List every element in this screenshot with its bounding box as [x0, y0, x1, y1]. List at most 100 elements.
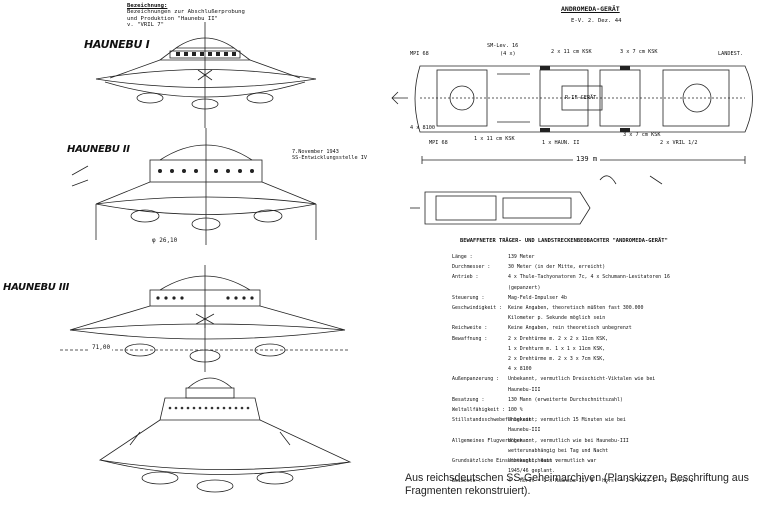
- caption: Aus reichsdeutschen SS-Geheimarchiven (P…: [405, 472, 749, 497]
- spec-row: Haunebu-III: [452, 425, 694, 435]
- spec-row: Durchmesser : 30 Meter (in der Mitte, err…: [452, 262, 694, 272]
- spec-key: Steuerung :: [452, 294, 485, 301]
- spec-row: Steuerung : Mag-Feld-Impulser 4b: [452, 293, 694, 303]
- andromeda-label-vril: 2 x VRIL 1/2: [660, 140, 698, 146]
- caption-line-2: Fragmenten rekonstruiert).: [405, 484, 531, 497]
- spec-key: Beiboote :: [452, 478, 482, 485]
- spec-value: Unbekannt, vermutlich wie bei Haunebu-II…: [508, 437, 629, 444]
- spec-key: [452, 354, 508, 364]
- spec-value: Unbekannt, dann vermutlich war: [508, 458, 597, 465]
- label-haunebu-1: HAUNEBU I: [84, 38, 150, 51]
- diameter-haunebu-3: 71,00: [90, 344, 113, 352]
- spec-value: Haunebu-III: [508, 386, 541, 393]
- spec-table: Länge : 139 Meter Durchmesser : 30 Meter (…: [452, 252, 694, 487]
- spec-row: Geschwindigkeit : Keine Angaben, theoreti…: [452, 303, 694, 313]
- spec-value: 1945/46 geplant.: [508, 468, 556, 475]
- spec-key: [452, 446, 508, 456]
- spec-row: Grundsätzliche Einsatztauglichkeit :Unbe…: [452, 456, 694, 466]
- stamp-unit: SS-Entwicklungsstelle IV: [292, 154, 367, 161]
- spec-row: Reichweite : Keine Angaben, rein theoreti…: [452, 323, 694, 333]
- spec-row: Bewaffnung :2 x Drehtürme m. 2 x 2 x 11c…: [452, 334, 694, 344]
- spec-key: Durchmesser :: [452, 264, 491, 271]
- spec-row: 1 x Drehturm m. 1 x 1 x 11cm KSK,: [452, 344, 694, 354]
- spec-key: Reichweite :: [452, 325, 488, 332]
- caption-line-1: Aus reichsdeutschen SS-Geheimarchiven (P…: [405, 472, 749, 484]
- spec-value: 4 - Horst = 1 x Haunebu-II, 8 - Horst = …: [508, 478, 694, 485]
- header-line-1: Bezeichnungen zur Abschlußerprobung: [127, 9, 245, 16]
- spec-key: Besatzung :: [452, 396, 485, 403]
- spec-row: wetterunabhängig bei Tag und Nacht: [452, 446, 694, 456]
- diameter-haunebu-2: φ 26,10: [152, 237, 178, 244]
- spec-key: [452, 283, 508, 293]
- spec-value: Mag-Feld-Impulser 4b: [508, 294, 567, 301]
- spec-value: 4 x Thule-Tachyonatoren 7c, 4 x Schumann…: [508, 274, 670, 281]
- andromeda-label-4x: 4 x 8100: [410, 125, 435, 131]
- spec-row: Kilometer p. Sekunde möglich sein: [452, 313, 694, 323]
- spec-value: 1 x Drehturm m. 1 x 1 x 11cm KSK,: [508, 345, 606, 352]
- andromeda-label-mpi-top: MPI 68: [410, 51, 429, 57]
- spec-key: [452, 425, 508, 435]
- spec-row: Außenpanzerung : Unbekannt, vermutlich Dr…: [452, 374, 694, 384]
- spec-value: 30 Meter (in der Mitte, erreicht): [508, 264, 606, 271]
- spec-row: Haunebu-III: [452, 385, 694, 395]
- andromeda-label-landest: LANDEST.: [718, 51, 743, 57]
- spec-row: Antrieb : 4 x Thule-Tachyonatoren 7c, 4 x…: [452, 272, 694, 282]
- spec-row: Weltallfähigkeit :100 %: [452, 405, 694, 415]
- spec-key: Länge :: [452, 254, 473, 260]
- spec-value: wetterunabhängig bei Tag und Nacht: [508, 447, 609, 454]
- spec-key: Grundsätzliche Einsatztauglichkeit :: [452, 458, 558, 465]
- andromeda-title: ANDROMEDA-GERÄT: [561, 5, 620, 13]
- spec-row: (gepanzert): [452, 283, 694, 293]
- header-line-2: und Produktion "Haunebu II": [127, 15, 218, 22]
- spec-value: Kilometer p. Sekunde möglich sein: [508, 315, 606, 322]
- spec-key: Weltallfähigkeit :: [452, 407, 505, 414]
- spec-row: Länge : 139 Meter: [452, 252, 694, 262]
- header-designation: Bezeichnung: Bezeichnungen zur Abschluße…: [127, 3, 245, 29]
- header-line-3: v. "VRIL 7": [127, 22, 165, 29]
- spec-value: 2 x Drehtürme m. 2 x 2 x 11cm KSK,: [508, 335, 609, 342]
- spec-key: [452, 385, 508, 395]
- label-haunebu-3: HAUNEBU III: [3, 282, 70, 293]
- andromeda-label-length: 139 m: [573, 155, 601, 164]
- andromeda-label-smlev-sub: (4 x): [500, 51, 516, 57]
- andromeda-label-haun: 1 x HAUN. II: [542, 140, 580, 146]
- spec-row: Besatzung : 130 Mann (erweiterte Durchsch…: [452, 395, 694, 405]
- spec-row: 2 x Drehtürme m. 2 x 3 x 7cm KSK,: [452, 354, 694, 364]
- label-haunebu-2: HAUNEBU II: [67, 144, 130, 155]
- spec-key: [452, 313, 508, 323]
- spec-row: Beiboote : 4 - Horst = 1 x Haunebu-II, 8 …: [452, 476, 694, 486]
- spec-key: [452, 364, 508, 374]
- spec-value: 130 Mann (erweiterte Durchschnittszahl): [508, 396, 623, 403]
- spec-row: 1945/46 geplant.: [452, 466, 694, 476]
- spec-value: Haunebu-III: [508, 427, 541, 434]
- stamp-block: 7.November 1943 SS-Entwicklungsstelle IV: [292, 149, 367, 162]
- spec-value: Unbekannt, vermutlich Dreischicht-Viktal…: [508, 376, 656, 383]
- andromeda-label-k-bot2: 3 x 7 cm KSK: [623, 132, 661, 138]
- andromeda-label-smlev: SM-Lev. 16: [487, 43, 519, 49]
- spec-value: (gepanzert): [508, 284, 541, 291]
- andromeda-subtitle: E-V. 2. Dez. 44: [571, 18, 622, 24]
- spec-value: 2 x Drehtürme m. 2 x 3 x 7cm KSK,: [508, 356, 606, 363]
- spec-key: Allgemeines Flugvermögen :: [452, 437, 529, 444]
- spec-value: 4 x 8100: [508, 366, 532, 373]
- stamp-date: 7.November 1943: [292, 149, 339, 155]
- spec-value: 100 %: [508, 407, 523, 414]
- spec-value: Keine Angaben, theoretisch müßten fast 3…: [508, 305, 644, 312]
- header-label: Bezeichnung:: [127, 3, 168, 9]
- spec-key: Antrieb :: [452, 274, 479, 281]
- spec-table-title: BEWAFFNETER TRÄGER- UND LANDSTRECKENBEOB…: [460, 238, 668, 244]
- spec-value: Unbekannt, vermutlich 15 Minuten wie bei: [508, 417, 626, 424]
- spec-row: Stillstandsschwebefähigkeit :Unbekannt, …: [452, 415, 694, 425]
- andromeda-label-k-top1: 2 x 11 cm KSK: [551, 49, 592, 55]
- spec-key: Außenpanzerung :: [452, 376, 500, 383]
- spec-value: Keine Angaben, rein theoretisch unbegren…: [508, 325, 632, 332]
- andromeda-label-rif: R-IF-GERÄT: [565, 95, 597, 101]
- spec-key: Geschwindigkeit :: [452, 305, 503, 312]
- spec-value: 139 Meter: [508, 254, 535, 260]
- spec-row: 4 x 8100: [452, 364, 694, 374]
